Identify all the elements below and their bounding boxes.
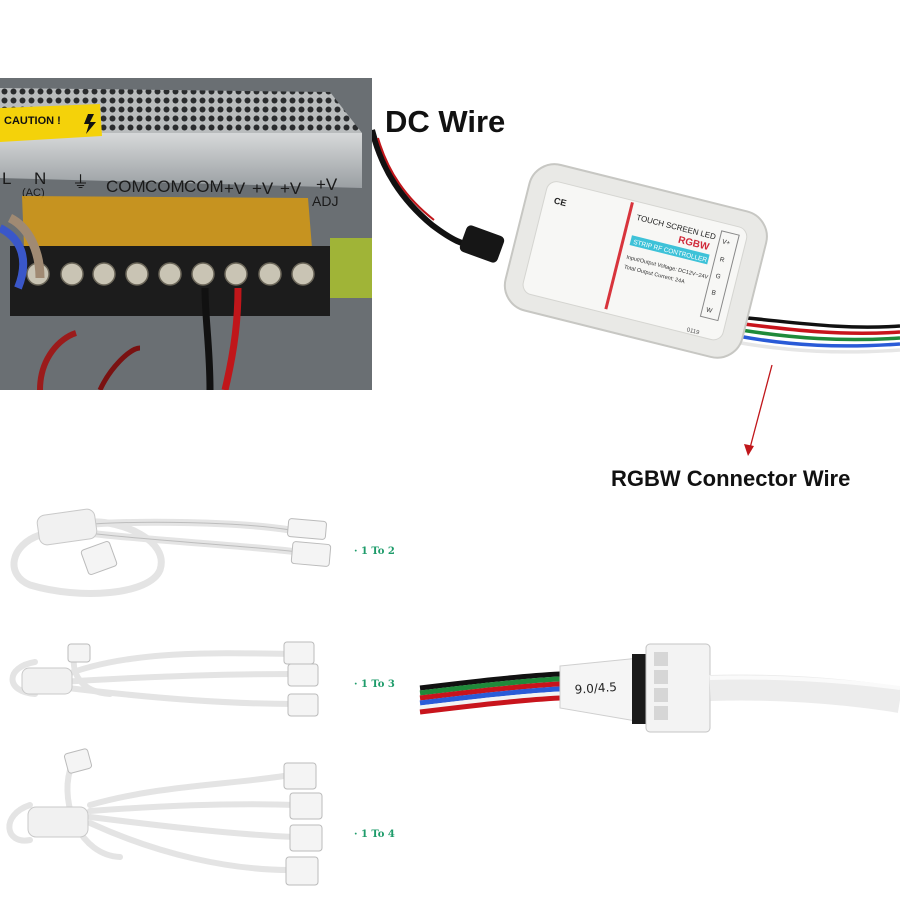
pin-label: R — [719, 256, 726, 264]
ribbon-wires — [419, 671, 561, 715]
rgbw-output-wires — [734, 316, 900, 354]
terminal-label: ADJ — [312, 193, 338, 209]
power-supply-photo: CAUTION ! L N (AC) ⏚ COM COM COM +V +V +… — [0, 78, 372, 390]
terminal-labels: L N (AC) ⏚ COM COM COM +V +V +V +V ADJ — [2, 169, 338, 209]
controller-case: CE TOUCH SCREEN LED RGBW STRIP RF CONTRO… — [503, 163, 768, 359]
splitter-ratio-label: · 1 To 2 — [354, 546, 395, 557]
terminal-label: COM — [145, 177, 185, 196]
ground-icon: ⏚ — [72, 173, 89, 192]
dc-cable — [372, 129, 483, 251]
dc-jack — [459, 225, 505, 263]
terminal-label: COM — [106, 177, 146, 196]
pin-label: B — [711, 289, 717, 297]
white-cable — [709, 674, 900, 713]
rgbw-wire-label: RGBW Connector Wire — [611, 466, 851, 491]
terminal-cover — [22, 196, 312, 248]
arrow-head-icon — [744, 444, 754, 456]
high-voltage-icon — [84, 114, 96, 134]
pin-labels: V+ R G B W — [699, 230, 740, 322]
dc-wire-label: DC Wire — [385, 104, 506, 139]
caution-text: CAUTION ! — [4, 115, 61, 127]
terminal-label: +V — [252, 179, 274, 198]
terminal-screws — [26, 262, 315, 286]
pin-label: G — [715, 273, 722, 281]
terminal-label: COM — [184, 177, 224, 196]
terminal-label: +V — [280, 179, 302, 198]
controller-code: 0119 — [686, 327, 701, 336]
rgbw-controller-photo: CE TOUCH SCREEN LED RGBW STRIP RF CONTRO… — [372, 129, 900, 456]
splitter-1-to-4-photo — [6, 748, 323, 886]
splitter-1-to-2-photo — [10, 508, 332, 597]
connector-marking: 9.0/4.5 — [574, 680, 617, 697]
terminal-label: +V — [224, 179, 246, 198]
splitter-ratio-label: · 1 To 3 — [354, 679, 395, 690]
terminal-label: (AC) — [22, 187, 45, 199]
arrow-line — [749, 364, 773, 449]
splitter-ratio-label: · 1 To 4 — [354, 829, 395, 840]
splitter-1-to-3-photo — [9, 641, 319, 717]
caution-sticker — [0, 104, 102, 142]
terminal-label: +V — [316, 175, 338, 194]
terminal-label: N — [34, 169, 46, 188]
pin-label: W — [705, 307, 713, 315]
ce-mark: CE — [553, 196, 568, 209]
terminal-label: L — [2, 169, 11, 188]
pin-label: V+ — [721, 238, 731, 247]
connector-closeup-photo: 9.0/4.5 — [419, 643, 900, 733]
